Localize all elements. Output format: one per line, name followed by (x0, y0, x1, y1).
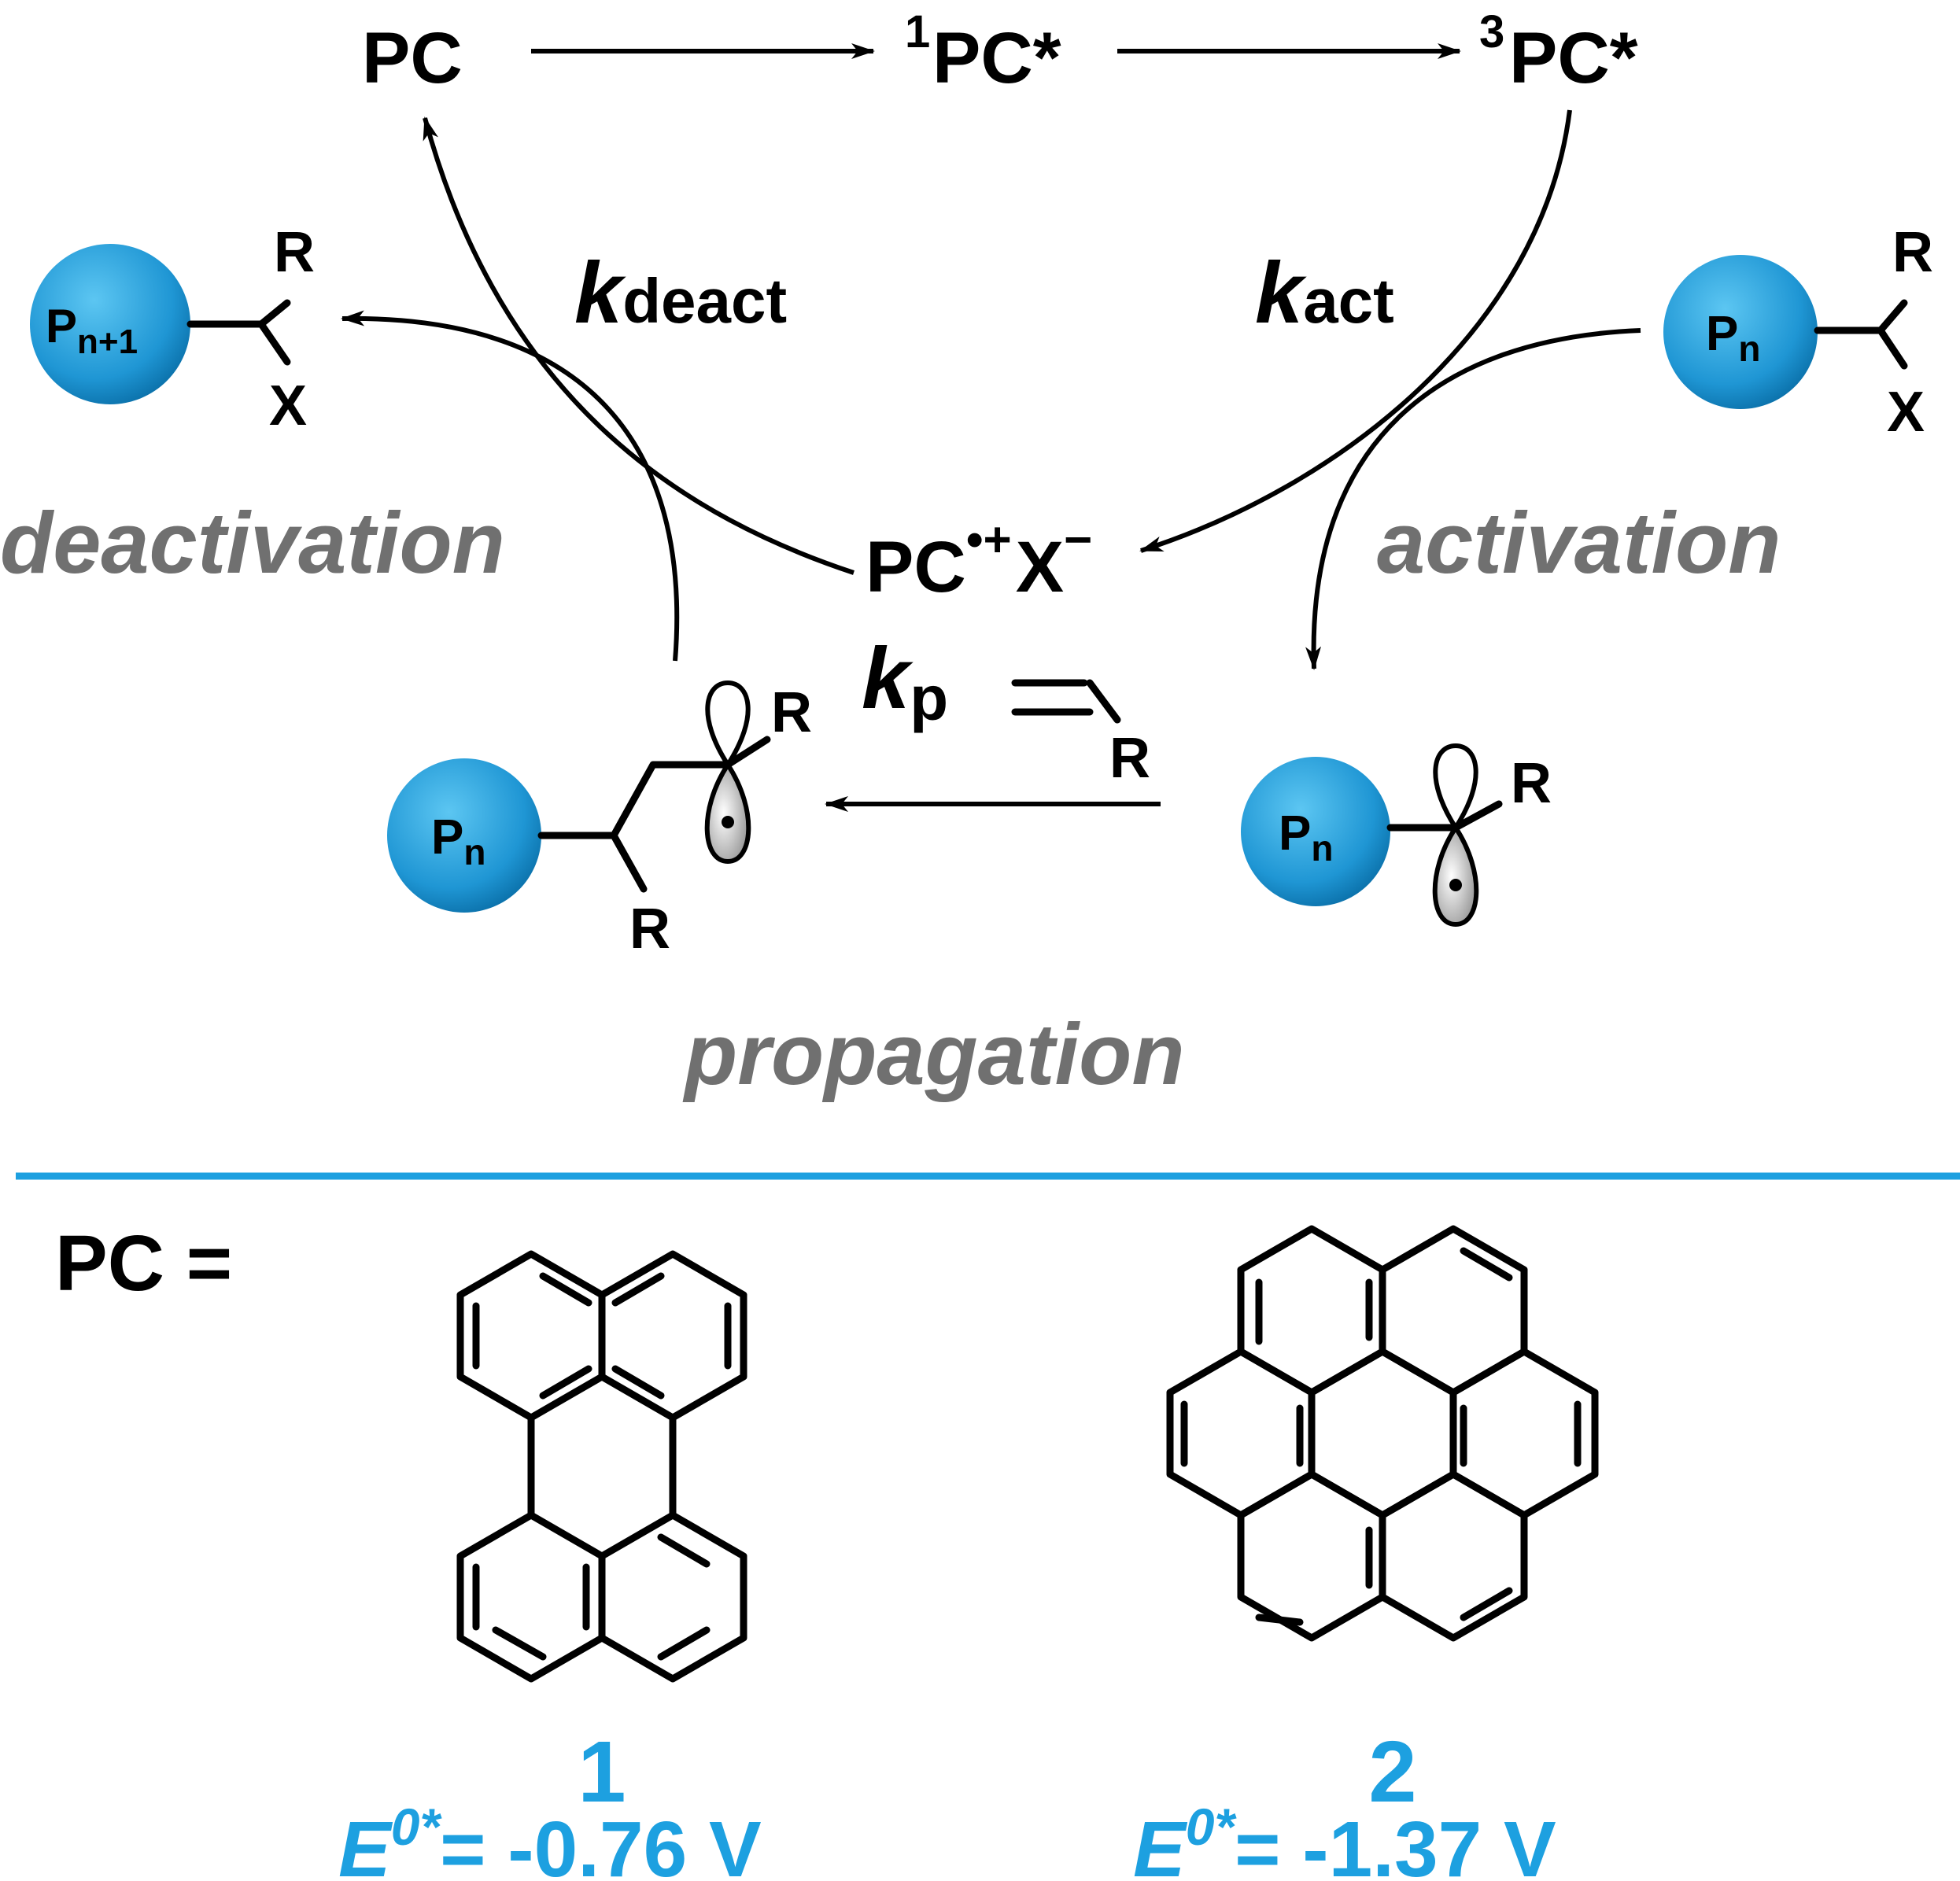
dormant-chain-n: Pn R X (1663, 221, 1933, 444)
singlet-pc-label: PC* (932, 18, 1061, 98)
kact-label: kact (1255, 245, 1394, 341)
propagation-step-label: propagation (682, 1006, 1185, 1103)
polymer-bead (1663, 255, 1818, 409)
central-ring (1308, 1348, 1457, 1519)
pc-equals-label: PC = (55, 1219, 232, 1307)
polymer-bead (30, 244, 190, 404)
chain-end-bond (186, 299, 291, 328)
kdeact-label: kdeact (574, 245, 787, 341)
x-halide: X (1887, 381, 1925, 444)
catalyst-2-number: 2 (1368, 1724, 1416, 1820)
triplet-pc-label: PC* (1509, 18, 1638, 98)
catalyst-regeneration-arrow (423, 116, 855, 575)
ring (598, 1511, 747, 1683)
catalyst-2-potential: E0*= -1.37 V (1133, 1798, 1556, 1881)
activation-arrow (1305, 328, 1641, 670)
r-bond (724, 736, 771, 769)
ring (456, 1250, 606, 1422)
kp-label: kp (862, 630, 948, 733)
ring (1379, 1225, 1528, 1396)
perylene-structure (456, 1250, 747, 1683)
propagated-radical-chain: Pn R R (387, 680, 812, 961)
catalyst-1-number: 1 (578, 1724, 626, 1820)
counter-anion: X (1016, 527, 1064, 607)
radical-electron-dot (1449, 879, 1462, 891)
activation-step-label: activation (1377, 495, 1781, 592)
polymer-bead-label: Pn (1279, 806, 1333, 869)
ring (456, 1511, 606, 1683)
r-bond (610, 832, 648, 893)
ring (1449, 1348, 1599, 1519)
coronene-structure (1166, 1225, 1599, 1642)
ring (1379, 1470, 1528, 1642)
counter-anion-charge: − (1064, 513, 1092, 567)
r-substituent: R (1109, 727, 1150, 790)
double-bond (611, 1365, 665, 1400)
pc-label: PC (362, 18, 463, 98)
double-bond (1255, 1614, 1304, 1626)
p-subscript: p (910, 663, 948, 733)
k-symbol: k (574, 245, 626, 341)
double-bond (657, 1626, 711, 1661)
radical-cation-label: PC•+X− (866, 513, 1092, 607)
p-orbital-upper-lobe (705, 680, 751, 769)
p-orbital-lower-lobe (704, 760, 751, 865)
r-substituent: R (1892, 221, 1933, 284)
radical-cation-charge: •+ (966, 513, 1012, 567)
k-symbol: k (862, 630, 914, 727)
x-halide: X (269, 374, 307, 437)
backbone-bonds (537, 761, 732, 839)
k-symbol: k (1255, 245, 1307, 341)
catalyst-oxidation-arrow (1139, 109, 1572, 553)
double-bond (492, 1626, 547, 1661)
p-orbital-lower-lobe (1432, 823, 1479, 928)
chain-end-bond (1814, 299, 1908, 334)
r-substituent: R (1511, 752, 1552, 815)
singlet-superscript: 1 (905, 6, 930, 57)
r-bond (1452, 800, 1503, 832)
radical-electron-dot (722, 816, 734, 828)
deact-subscript: deact (622, 266, 787, 336)
double-bond (1460, 1587, 1513, 1621)
double-bond (1460, 1247, 1513, 1282)
radical-cation-pc: PC (866, 527, 966, 607)
dormant-chain-n1: Pn+1 R X (30, 221, 315, 437)
double-bond (539, 1365, 592, 1400)
chain-end-bond (257, 320, 291, 366)
p-orbital-upper-lobe (1433, 743, 1478, 832)
ring (598, 1250, 747, 1422)
vinyl-monomer: R (1011, 679, 1150, 790)
polymer-bead (1241, 757, 1390, 906)
polymer-bead-label: Pn (1706, 307, 1760, 369)
deactivation-arrow (341, 310, 680, 662)
act-subscript: act (1303, 266, 1394, 336)
r-bond (1086, 679, 1121, 724)
polymer-bead-label: Pn+1 (46, 300, 138, 361)
active-radical-chain: Pn R (1241, 743, 1552, 928)
double-bond (611, 1272, 665, 1307)
double-bond (657, 1533, 711, 1568)
ring (1166, 1348, 1316, 1519)
double-bond (539, 1272, 592, 1307)
r-substituent: R (771, 681, 812, 744)
r-substituent: R (629, 898, 670, 961)
triplet-superscript: 3 (1479, 6, 1504, 57)
polymer-bead (387, 758, 541, 913)
ring (1237, 1470, 1386, 1642)
polymer-bead-label: Pn (431, 810, 485, 872)
catalyst-1-potential: E0*= -0.76 V (338, 1798, 762, 1881)
r-substituent: R (274, 221, 315, 284)
chain-end-bond (1877, 326, 1908, 370)
deactivation-step-label: deactivation (0, 495, 505, 592)
